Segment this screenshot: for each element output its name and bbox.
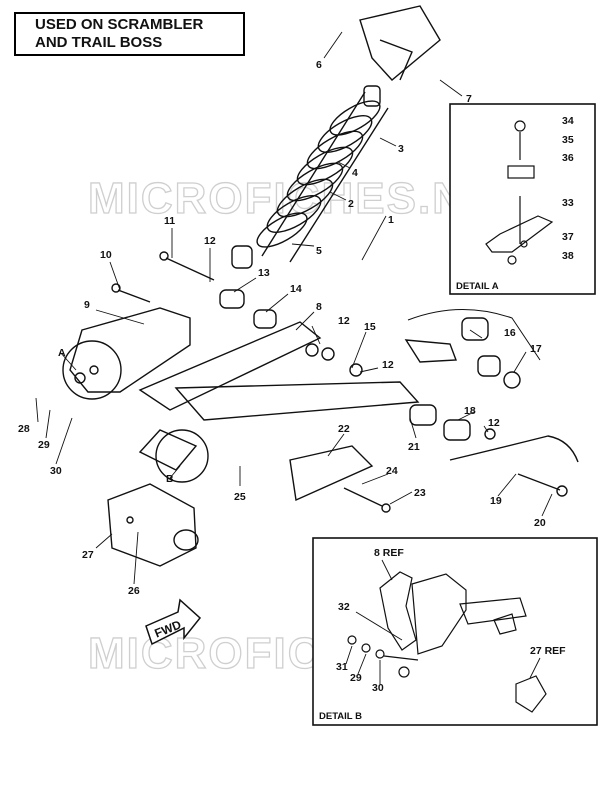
detail-a-callout: 35 bbox=[562, 134, 574, 146]
callout: 29 bbox=[38, 439, 50, 451]
callout: 10 bbox=[100, 249, 112, 261]
callout: 6 bbox=[316, 59, 322, 71]
detail-a-callout: 34 bbox=[562, 115, 574, 127]
detail-a-callout: 36 bbox=[562, 152, 574, 164]
callout: 12 bbox=[382, 359, 394, 371]
detail-b-callout: 31 bbox=[336, 661, 348, 673]
callout: 12 bbox=[338, 315, 350, 327]
callout: 25 bbox=[234, 491, 246, 503]
callout: 14 bbox=[290, 283, 302, 295]
applicability-line-1: USED ON SCRAMBLER bbox=[35, 16, 204, 33]
detail-b-callout: 29 bbox=[350, 672, 362, 684]
callout: 4 bbox=[352, 167, 358, 179]
callout: 12 bbox=[204, 235, 216, 247]
callout: 9 bbox=[84, 299, 90, 311]
applicability-note-box: USED ON SCRAMBLER AND TRAIL BOSS bbox=[14, 12, 245, 56]
callout: 1 bbox=[388, 214, 394, 226]
callout: A bbox=[58, 347, 66, 359]
callout: 30 bbox=[50, 465, 62, 477]
callout: 11 bbox=[164, 215, 175, 227]
callout: 5 bbox=[316, 245, 322, 257]
callout: 8 bbox=[316, 301, 322, 313]
callout: 18 bbox=[464, 405, 476, 417]
callout: 22 bbox=[338, 423, 350, 435]
detail-a-callout: 33 bbox=[562, 197, 574, 209]
callout: 7 bbox=[466, 93, 472, 105]
detail-a-title: DETAIL A bbox=[456, 281, 499, 292]
callout: 19 bbox=[490, 495, 502, 507]
applicability-line-2: AND TRAIL BOSS bbox=[35, 34, 163, 51]
callout: 21 bbox=[408, 441, 420, 453]
callout: 26 bbox=[128, 585, 140, 597]
callout: 13 bbox=[258, 267, 270, 279]
detail-b-callout: 30 bbox=[372, 682, 384, 694]
detail-a-box: DETAIL A 34 35 36 33 37 38 bbox=[449, 103, 596, 295]
callout: 20 bbox=[534, 517, 546, 529]
callout: 17 bbox=[530, 343, 542, 355]
callout: 24 bbox=[386, 465, 398, 477]
callout: B bbox=[166, 473, 174, 485]
callout: 27 bbox=[82, 549, 94, 561]
callout-labels: 6 7 3 4 2 1 5 11 12 10 13 14 9 8 12 15 1… bbox=[18, 59, 546, 597]
detail-b-callout: 32 bbox=[338, 601, 350, 613]
shock-absorber-assembly bbox=[231, 5, 441, 269]
detail-b-box: DETAIL B 8 REF 32 31 29 30 27 REF bbox=[312, 537, 598, 726]
callout: 15 bbox=[364, 321, 376, 333]
swing-arm-assembly bbox=[62, 251, 579, 513]
callout: 2 bbox=[348, 198, 354, 210]
detail-b-callout: 8 REF bbox=[374, 547, 404, 559]
callout: 28 bbox=[18, 423, 30, 435]
leader-lines bbox=[35, 31, 553, 585]
detail-b-title: DETAIL B bbox=[319, 711, 362, 722]
callout: 12 bbox=[488, 417, 500, 429]
callout: 23 bbox=[414, 487, 426, 499]
detail-a-callout: 37 bbox=[562, 231, 574, 243]
detail-a-callout: 38 bbox=[562, 250, 574, 262]
callout: 3 bbox=[398, 143, 404, 155]
callout: 16 bbox=[504, 327, 516, 339]
detail-b-callout: 27 REF bbox=[530, 645, 566, 657]
tail-bearing-assembly bbox=[107, 483, 199, 567]
